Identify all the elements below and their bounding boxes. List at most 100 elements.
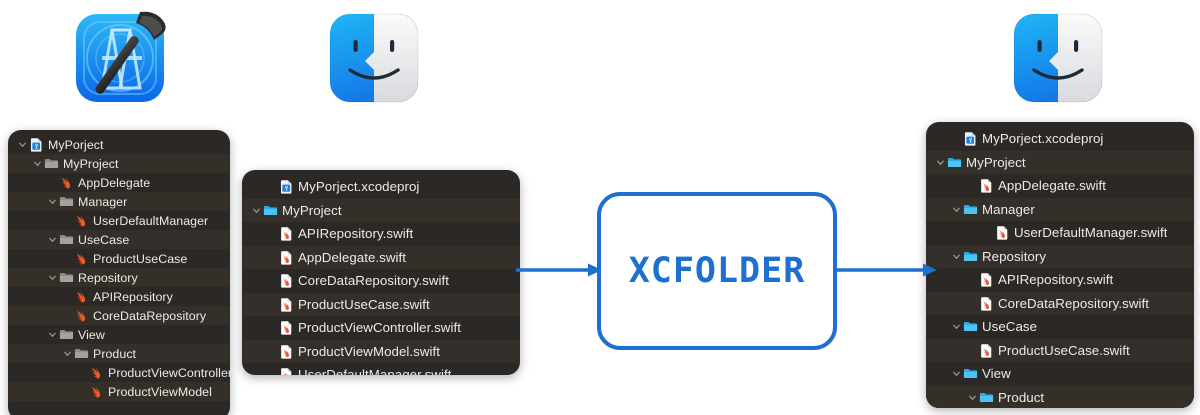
chevron-down-icon[interactable] (950, 252, 963, 261)
swift-file-icon (979, 296, 994, 311)
tree-row-label: ProductUseCase.swift (298, 296, 430, 312)
tree-row-label: UserDefaultManager (93, 213, 209, 228)
folder-gray-icon (74, 346, 89, 361)
tree-row-label: Repository (78, 270, 138, 285)
chevron-down-icon[interactable] (934, 158, 947, 167)
tree-row-label: CoreDataRepository (93, 308, 207, 323)
tree-row[interactable]: MyPorject.xcodeproj (926, 127, 1194, 151)
folder-gray-icon (59, 270, 74, 285)
tree-row-label: ProductViewController (108, 365, 230, 380)
finder-app-icon-right (1008, 8, 1108, 108)
tree-row[interactable]: Manager (8, 192, 230, 211)
folder-blue-icon (963, 249, 978, 264)
tree-row-label: Product (93, 346, 137, 361)
folder-gray-icon (59, 232, 74, 247)
tree-row[interactable]: AppDelegate.swift (242, 245, 520, 269)
chevron-down-icon[interactable] (950, 369, 963, 378)
tree-row[interactable]: UserDefaultManager.swift (242, 363, 520, 375)
tree-row-label: UseCase (78, 232, 130, 247)
tree-row[interactable]: CoreDataRepository.swift (242, 269, 520, 293)
tree-row-label: UserDefaultManager.swift (1014, 225, 1168, 241)
tree-row[interactable]: ProductViewModel (8, 382, 230, 401)
swift-file-icon (279, 297, 294, 312)
tree-row[interactable]: View (8, 325, 230, 344)
swift-orange-icon (74, 251, 89, 266)
tree-row-label: APIRepository.swift (998, 272, 1114, 288)
tree-row[interactable]: ProductUseCase (8, 249, 230, 268)
xcodeproj-icon (963, 131, 978, 146)
tree-row[interactable]: ProductViewController (8, 363, 230, 382)
xcode-app-icon (66, 4, 178, 116)
tree-row[interactable]: Manager (926, 197, 1194, 221)
swift-orange-icon (74, 213, 89, 228)
tree-row[interactable]: CoreDataRepository (8, 306, 230, 325)
tree-row[interactable]: MyProject (242, 198, 520, 222)
tree-row[interactable]: View (926, 362, 1194, 386)
folder-blue-icon (947, 155, 962, 170)
tree-row-label: AppDelegate.swift (998, 178, 1107, 194)
folder-blue-icon (963, 366, 978, 381)
swift-orange-icon (74, 289, 89, 304)
swift-orange-icon (89, 365, 104, 380)
tree-row-label: MyPorject (48, 137, 104, 152)
chevron-down-icon[interactable] (61, 349, 74, 358)
tree-row-label: APIRepository (93, 289, 173, 304)
xcodeproj-icon (279, 179, 294, 194)
tree-row[interactable]: MyPorject (8, 135, 230, 154)
chevron-down-icon[interactable] (950, 205, 963, 214)
chevron-down-icon[interactable] (46, 330, 59, 339)
tree-row[interactable]: APIRepository (8, 287, 230, 306)
folder-blue-icon (963, 202, 978, 217)
tree-row-label: MyProject (63, 156, 119, 171)
tree-row[interactable]: Product (926, 385, 1194, 408)
chevron-down-icon[interactable] (46, 273, 59, 282)
chevron-down-icon[interactable] (46, 197, 59, 206)
tree-row-label: View (982, 366, 1011, 382)
tree-row[interactable]: ProductUseCase.swift (926, 338, 1194, 362)
chevron-down-icon[interactable] (966, 393, 979, 402)
tree-row-label: MyPorject.xcodeproj (982, 131, 1104, 147)
tree-row[interactable]: ProductViewController.swift (242, 316, 520, 340)
tree-row[interactable]: UserDefaultManager (8, 211, 230, 230)
chevron-down-icon[interactable] (950, 322, 963, 331)
tree-row[interactable]: Repository (8, 268, 230, 287)
tree-row-label: ProductViewModel (108, 384, 212, 399)
tree-row[interactable]: Repository (926, 244, 1194, 268)
chevron-down-icon[interactable] (250, 206, 263, 215)
folder-blue-icon (963, 319, 978, 334)
tree-row[interactable]: AppDelegate (8, 173, 230, 192)
swift-orange-icon (89, 384, 104, 399)
tree-row[interactable]: UseCase (926, 315, 1194, 339)
tree-row[interactable]: CoreDataRepository.swift (926, 291, 1194, 315)
tree-row[interactable]: Product (8, 344, 230, 363)
tree-row-label: APIRepository.swift (298, 226, 414, 242)
tree-row-label: ProductUseCase.swift (998, 342, 1130, 358)
tree-row[interactable]: APIRepository.swift (242, 222, 520, 246)
swift-file-icon (995, 225, 1010, 240)
tree-row[interactable]: AppDelegate.swift (926, 174, 1194, 198)
folder-gray-icon (59, 327, 74, 342)
chevron-down-icon[interactable] (16, 140, 29, 149)
tree-row[interactable]: MyProject (8, 154, 230, 173)
swift-file-icon (279, 320, 294, 335)
tree-row[interactable]: UserDefaultManager.swift (926, 221, 1194, 245)
tree-row[interactable]: MyPorject.xcodeproj (242, 175, 520, 199)
tree-row[interactable]: MyProject (926, 150, 1194, 174)
arrow-right-icon-left (516, 263, 602, 277)
tree-row[interactable]: ProductViewModel.swift (242, 339, 520, 363)
swift-file-icon (979, 272, 994, 287)
tree-row[interactable]: UseCase (8, 230, 230, 249)
arrow-right-icon-right (833, 263, 937, 277)
swift-file-icon (279, 367, 294, 375)
tree-row-label: View (78, 327, 105, 342)
tree-row-label: UseCase (982, 319, 1038, 335)
tree-row[interactable]: APIRepository.swift (926, 268, 1194, 292)
tree-row-label: MyProject (966, 154, 1026, 170)
chevron-down-icon[interactable] (31, 159, 44, 168)
chevron-down-icon[interactable] (46, 235, 59, 244)
tree-row[interactable]: ProductUseCase.swift (242, 292, 520, 316)
swift-orange-icon (74, 308, 89, 323)
